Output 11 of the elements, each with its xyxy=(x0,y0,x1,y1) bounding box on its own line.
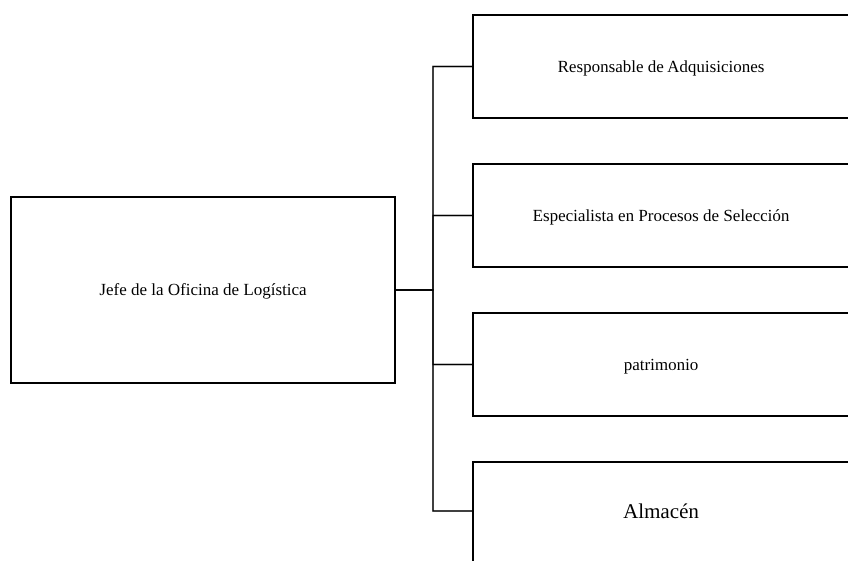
org-box xyxy=(472,312,848,417)
role-label: Jefe de la Oficina de Logística xyxy=(98,279,308,302)
org-box xyxy=(472,14,848,119)
role-label: Especialista en Procesos de Selección xyxy=(532,204,790,227)
org-box xyxy=(472,461,848,561)
role-label: Responsable de Adquisiciones xyxy=(556,56,766,78)
role-label: Almacén xyxy=(622,498,700,526)
connector-line xyxy=(396,289,472,512)
org-box xyxy=(10,196,396,384)
role-label: patrimonio xyxy=(622,354,700,376)
org-box xyxy=(472,163,848,268)
